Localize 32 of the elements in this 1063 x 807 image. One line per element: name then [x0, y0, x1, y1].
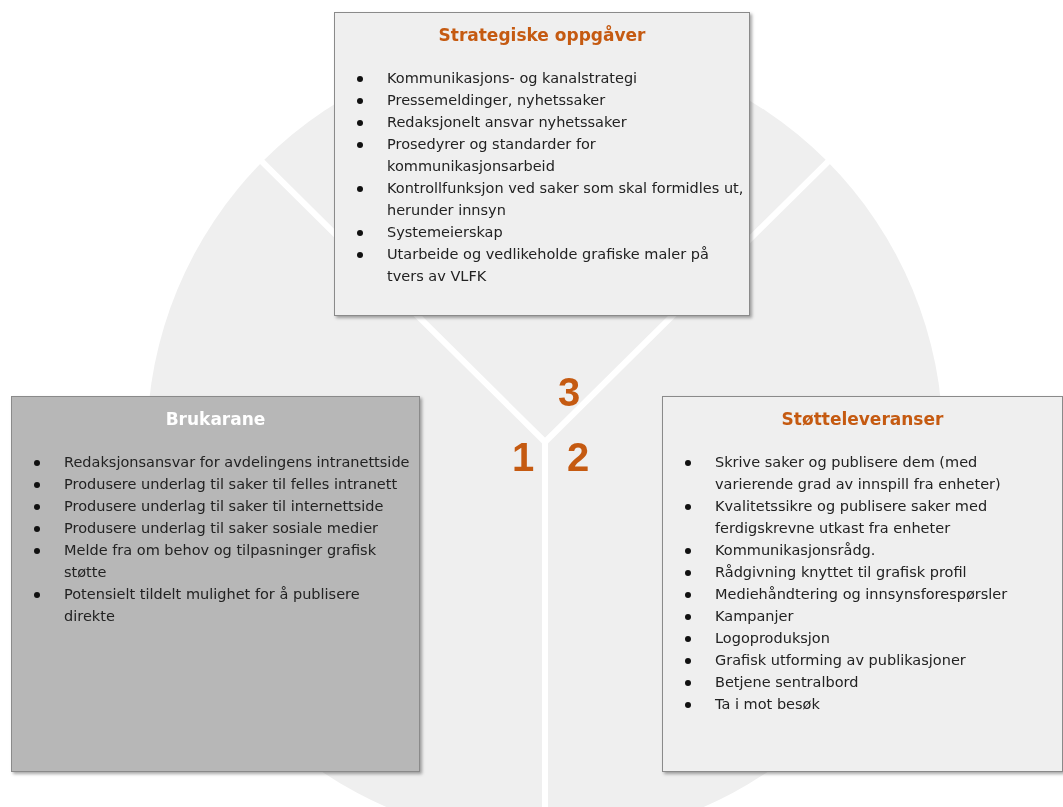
list-item: Potensielt tildelt mulighet for å publisere direkte: [64, 585, 361, 626]
list-item: Produsere underlag til saker sosiale medier: [64, 519, 378, 538]
content-box: [334, 12, 750, 316]
list-item: Pressemeldinger, nyhetssaker: [387, 91, 606, 110]
list-item: Melde fra om behov og tilpasninger grafisk støtte: [64, 541, 378, 582]
section-number: 1: [512, 437, 535, 477]
section-number: 3: [558, 372, 581, 412]
list-item: Produsere underlag til saker til felles intranett: [64, 475, 398, 494]
list-item: Kontrollfunksjon ved saker som skal formidles ut, herunder innsyn: [387, 179, 745, 220]
box-heading: Brukarane: [164, 409, 267, 429]
list-item: Kommunikasjonsrådg.: [715, 541, 876, 560]
list-item: Redaksjonsansvar for avdelingens intranettside: [64, 453, 410, 472]
list-item: Kampanjer: [715, 607, 794, 626]
content-box: [662, 396, 1063, 772]
list-item: Systemeierskap: [387, 223, 503, 242]
list-item: Skrive saker og publisere dem (med varierende grad av innspill fra enheter): [715, 453, 1002, 494]
list-item: Prosedyrer og standarder for kommunikasjonsarbeid: [387, 135, 597, 176]
list-item: Utarbeide og vedlikeholde grafiske maler på tvers av VLFK: [387, 245, 710, 286]
section-number: 2: [567, 437, 590, 477]
list-item: Mediehåndtering og innsynsforespørsler: [715, 585, 1008, 604]
list-item: Betjene sentralbord: [715, 673, 859, 692]
list-item: Ta i mot besøk: [715, 695, 820, 714]
list-item: Kvalitetssikre og publisere saker med ferdigskrevne utkast fra enheter: [715, 497, 989, 538]
list-item: Grafisk utforming av publikasjoner: [715, 651, 966, 670]
list-item: Redaksjonelt ansvar nyhetssaker: [387, 113, 627, 132]
list-item: Kommunikasjons- og kanalstrategi: [387, 69, 638, 88]
list-item: Produsere underlag til saker til internettside: [64, 497, 384, 516]
list-item: Rådgivning knyttet til grafisk profil: [715, 563, 967, 582]
content-box: [11, 396, 420, 772]
box-heading: Strategiske oppgåver: [437, 25, 647, 45]
box-heading: Støtteleveranser: [780, 409, 945, 429]
list-item: Logoproduksjon: [715, 629, 830, 648]
